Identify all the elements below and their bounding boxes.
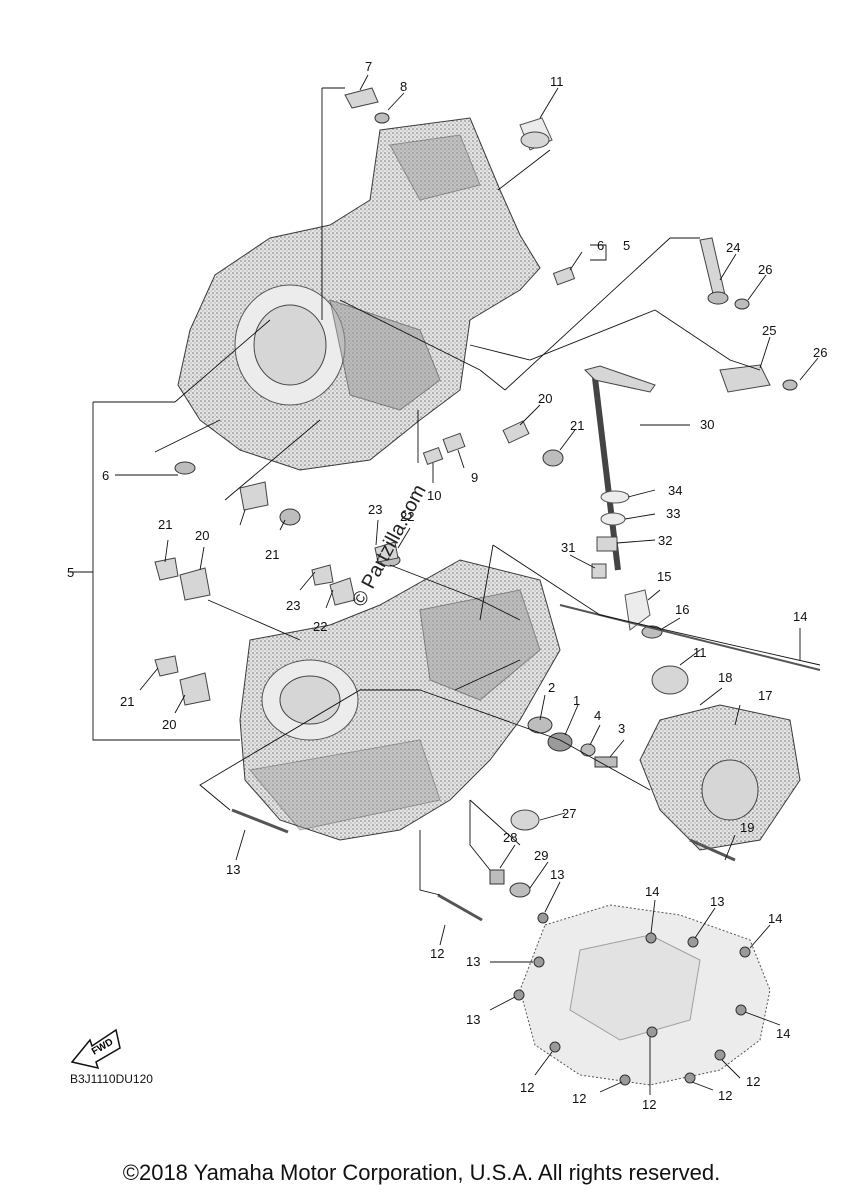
callout-label: 12 — [718, 1088, 732, 1103]
callout-label: 2 — [548, 680, 555, 695]
callout-label: 13 — [466, 1012, 480, 1027]
callout-label: 16 — [675, 602, 689, 617]
side-cover — [639, 704, 801, 851]
callout-label: 23 — [286, 598, 300, 613]
callout-label: 11 — [693, 645, 707, 660]
callout-label: 9 — [471, 470, 478, 485]
callout-label: 12 — [642, 1097, 656, 1112]
callout-label: 14 — [776, 1026, 790, 1041]
leader-lines — [70, 74, 821, 1095]
callout-label: 5 — [67, 565, 74, 580]
callout-label: 15 — [657, 569, 671, 584]
callout-label: 21 — [570, 418, 584, 433]
callout-label: 21 — [158, 517, 172, 532]
callout-label: 13 — [710, 894, 724, 909]
callout-label: 12 — [520, 1080, 534, 1095]
callout-label: 30 — [700, 417, 714, 432]
callout-label: 5 — [623, 238, 630, 253]
callout-label: 20 — [538, 391, 552, 406]
callout-label: 19 — [740, 820, 754, 835]
callout-label: 12 — [746, 1074, 760, 1089]
diagram-code: B3J1110DU120 — [70, 1072, 153, 1086]
callout-label: 25 — [762, 323, 776, 338]
shift-shaft — [584, 365, 656, 571]
fwd-arrow-icon: FWD — [70, 1028, 121, 1070]
callout-label: 7 — [365, 59, 372, 74]
callout-label: 20 — [162, 717, 176, 732]
callout-label: 22 — [313, 619, 327, 634]
callout-label: 8 — [400, 79, 407, 94]
callout-label: 21 — [265, 547, 279, 562]
callout-label: 26 — [758, 262, 772, 277]
callout-label: 24 — [726, 240, 740, 255]
callout-label: 31 — [561, 540, 575, 555]
callout-label: 14 — [645, 884, 659, 899]
callout-label: 10 — [427, 488, 441, 503]
callout-label: 29 — [534, 848, 548, 863]
callout-label: 34 — [668, 483, 682, 498]
callout-label: 13 — [466, 954, 480, 969]
callout-label: 13 — [550, 867, 564, 882]
lower-crankcase — [239, 559, 561, 841]
callout-label: 14 — [793, 609, 807, 624]
copyright-text: ©2018 Yamaha Motor Corporation, U.S.A. A… — [122, 1160, 721, 1185]
small-parts — [154, 87, 821, 922]
callout-label: 11 — [550, 74, 564, 89]
callout-label: 33 — [666, 506, 680, 521]
callout-label: 21 — [120, 694, 134, 709]
crankcase-cover — [519, 904, 771, 1086]
callout-label: 14 — [768, 911, 782, 926]
callout-label: 18 — [718, 670, 732, 685]
callout-label: 28 — [503, 830, 517, 845]
callout-labels: 7 8 11 6 5 24 26 25 26 20 21 30 9 10 6 3… — [67, 59, 827, 1112]
callout-label: 32 — [658, 533, 672, 548]
upper-crankcase — [177, 117, 541, 471]
callout-label: 23 — [368, 502, 382, 517]
callout-label: 13 — [226, 862, 240, 877]
callout-label: 1 — [573, 693, 580, 708]
callout-label: 22 — [400, 509, 414, 524]
callout-label: 26 — [813, 345, 827, 360]
callout-label: 20 — [195, 528, 209, 543]
cover-bolts — [513, 912, 751, 1086]
callout-label: 6 — [597, 238, 604, 253]
callout-label: 6 — [102, 468, 109, 483]
callout-label: 17 — [758, 688, 772, 703]
callout-label: 12 — [430, 946, 444, 961]
callout-label: 3 — [618, 721, 625, 736]
callout-label: 4 — [594, 708, 601, 723]
callout-label: 12 — [572, 1091, 586, 1106]
callout-label: 27 — [562, 806, 576, 821]
